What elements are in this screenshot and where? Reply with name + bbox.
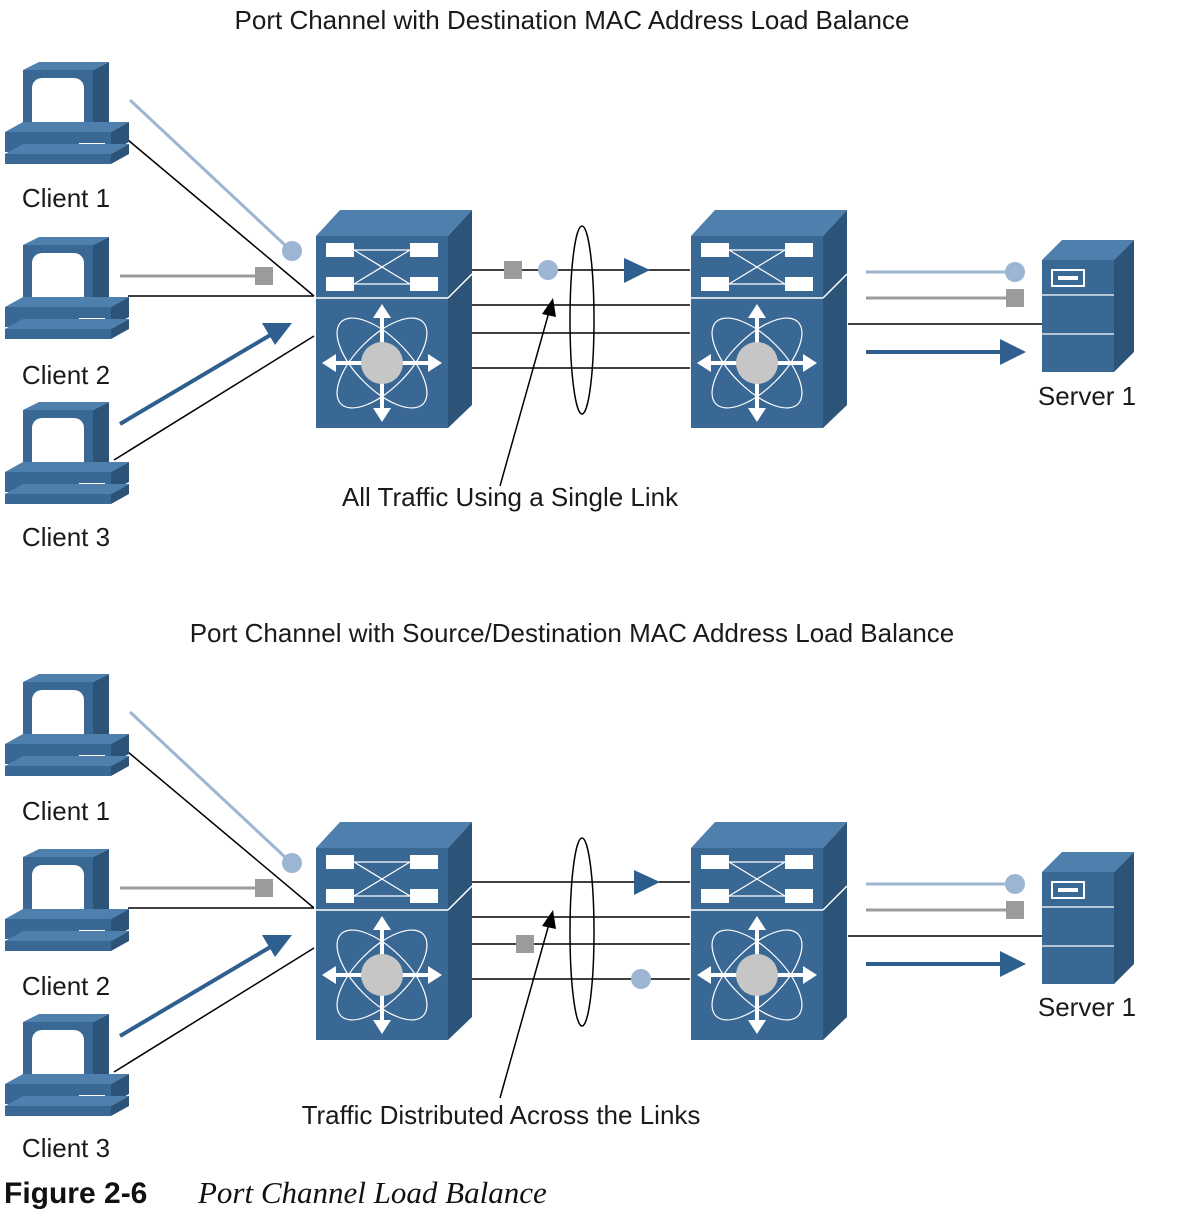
panel-1-annotation: All Traffic Using a Single Link bbox=[342, 482, 679, 512]
flow-marker-arrow bbox=[262, 935, 292, 957]
flow-marker-square bbox=[1006, 289, 1024, 307]
computer-icon bbox=[5, 62, 129, 164]
flow-marker-arrow bbox=[262, 323, 292, 345]
flow-marker-arrow bbox=[1000, 951, 1026, 977]
flow-marker-circle bbox=[631, 969, 651, 989]
server-label: Server 1 bbox=[1038, 992, 1136, 1022]
port-channel-bundle bbox=[569, 837, 595, 1027]
server-icon bbox=[1041, 851, 1135, 985]
computer-icon bbox=[5, 849, 129, 951]
switch-icon bbox=[314, 820, 474, 1042]
figure-number: Figure 2-6 bbox=[4, 1177, 147, 1210]
figure-caption: Port Channel Load Balance bbox=[197, 1175, 547, 1210]
server-icon bbox=[1041, 239, 1135, 373]
switch-icon bbox=[689, 208, 849, 430]
panel-2-annotation: Traffic Distributed Across the Links bbox=[302, 1100, 701, 1130]
client-2-label: Client 2 bbox=[22, 971, 110, 1001]
flow-marker-circle bbox=[282, 853, 302, 873]
flow-marker-square bbox=[504, 261, 522, 279]
switch-icon bbox=[314, 208, 474, 430]
client-3-label: Client 3 bbox=[22, 1133, 110, 1163]
port-channel-bundle bbox=[569, 225, 595, 415]
client-1-label: Client 1 bbox=[22, 183, 110, 213]
client-3-label: Client 3 bbox=[22, 522, 110, 552]
flow-marker-arrow bbox=[624, 258, 650, 283]
switch-icon bbox=[689, 820, 849, 1042]
flow-marker-circle bbox=[1005, 874, 1025, 894]
client-1-label: Client 1 bbox=[22, 796, 110, 826]
computer-icon bbox=[5, 674, 129, 776]
panel-2-title: Port Channel with Source/Destination MAC… bbox=[190, 618, 955, 648]
flow-marker-arrow bbox=[1000, 339, 1026, 365]
client-2-label: Client 2 bbox=[22, 360, 110, 390]
flow-marker-square bbox=[1006, 901, 1024, 919]
flow-marker-square bbox=[516, 935, 534, 953]
flow-marker-square bbox=[255, 267, 273, 285]
computer-icon bbox=[5, 1014, 129, 1116]
server-label: Server 1 bbox=[1038, 381, 1136, 411]
flow-marker-circle bbox=[538, 260, 558, 280]
computer-icon bbox=[5, 237, 129, 339]
panel-1-title: Port Channel with Destination MAC Addres… bbox=[235, 5, 910, 35]
flow-marker-circle bbox=[1005, 262, 1025, 282]
flow-marker-arrow bbox=[634, 870, 660, 895]
computer-icon bbox=[5, 402, 129, 504]
flow-marker-circle bbox=[282, 241, 302, 261]
flow-marker-square bbox=[255, 879, 273, 897]
